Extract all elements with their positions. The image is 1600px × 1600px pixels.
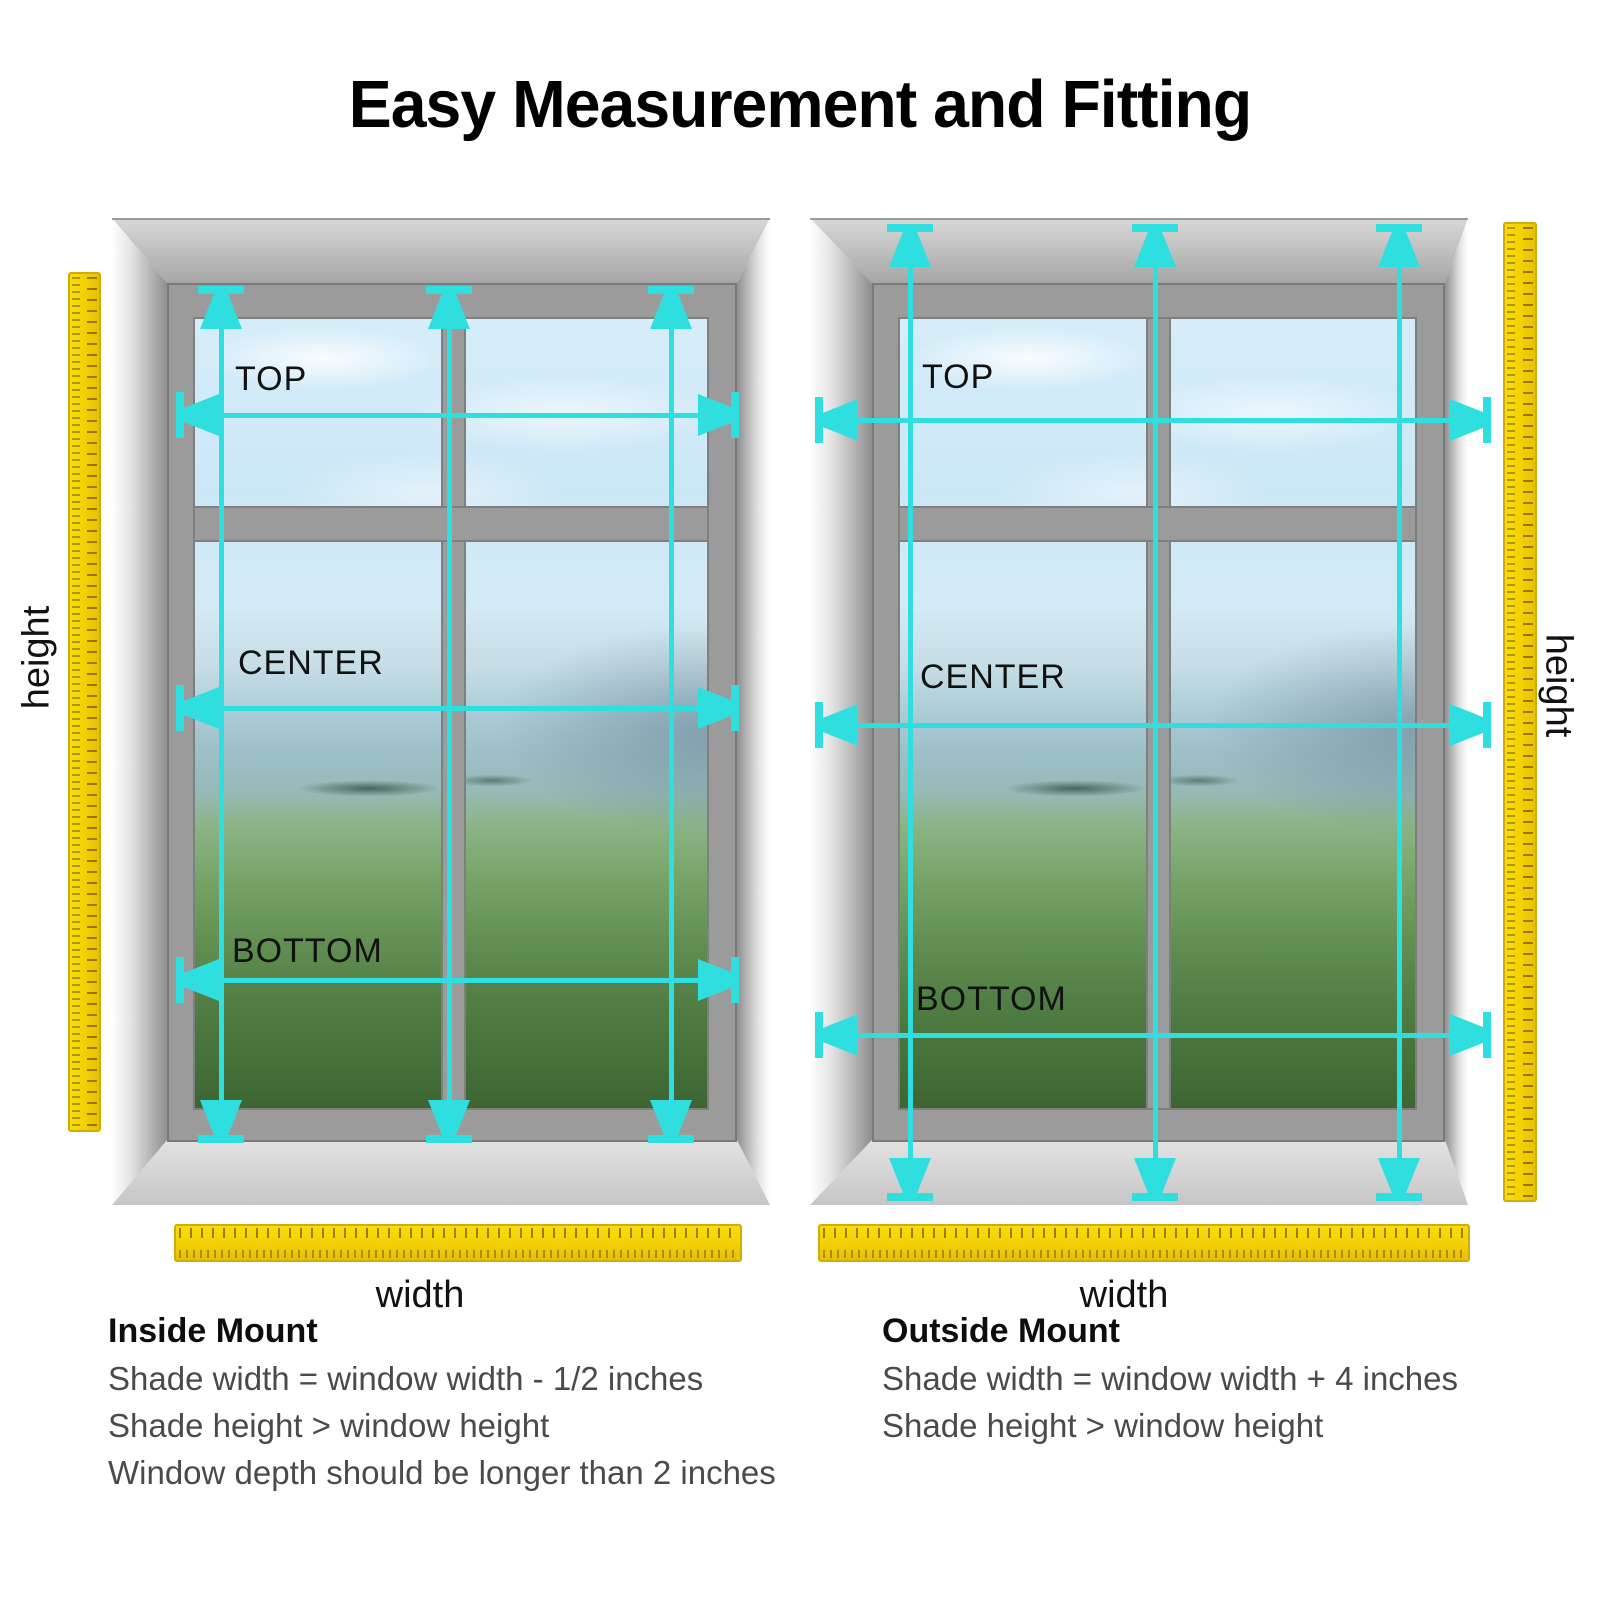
- outside-mount-heading: Outside Mount: [882, 1312, 1120, 1350]
- arrow-cap-bar: [1132, 1193, 1178, 1201]
- width-axis-label: width: [1079, 1274, 1169, 1316]
- page-title: Easy Measurement and Fitting: [348, 67, 1252, 142]
- arrow-cap-bar: [887, 1193, 933, 1201]
- width-ruler: [174, 1224, 742, 1262]
- arrow-cap-bar: [198, 1135, 244, 1143]
- label-center: CENTER: [238, 644, 384, 682]
- note-line: Shade width = window width - 1/2 inches: [108, 1360, 704, 1397]
- measure-line-top: [854, 418, 1454, 423]
- arrow-cap-bar: [815, 702, 823, 748]
- window-sill: [112, 1140, 770, 1205]
- arrow-cap-bar: [1132, 224, 1178, 232]
- label-top: TOP: [922, 358, 995, 396]
- arrow-right-icon: [1450, 399, 1486, 441]
- label-bottom: BOTTOM: [232, 932, 383, 970]
- measure-line-vertical: [447, 296, 452, 1134]
- arrow-cap-bar: [426, 286, 472, 294]
- arrow-cap-bar: [731, 392, 739, 438]
- label-center: CENTER: [920, 658, 1066, 696]
- arrow-cap-bar: [1483, 702, 1491, 748]
- note-line: Shade height > window height: [882, 1407, 1324, 1444]
- height-ruler: [1503, 222, 1537, 1202]
- arrow-cap-bar: [1483, 1012, 1491, 1058]
- arrow-cap-bar: [887, 224, 933, 232]
- arrow-cap-bar: [426, 1135, 472, 1143]
- measure-line-bottom: [854, 1033, 1454, 1038]
- window-frame: [167, 283, 737, 1142]
- inside-mount-notes: Inside Mount Shade width = window width …: [108, 1308, 868, 1496]
- arrow-cap-bar: [176, 685, 184, 731]
- width-ruler: [818, 1224, 1470, 1262]
- width-axis-label: width: [375, 1274, 465, 1316]
- measure-line-top: [217, 413, 701, 418]
- measure-line-vertical: [1397, 235, 1402, 1163]
- arrow-cap-bar: [198, 286, 244, 294]
- arrow-right-icon: [1450, 704, 1486, 746]
- window-reveal-right: [737, 218, 770, 1205]
- label-top: TOP: [235, 360, 308, 398]
- arrow-right-icon: [1450, 1014, 1486, 1056]
- outside-mount-notes: Outside Mount Shade width = window width…: [882, 1308, 1582, 1449]
- niche-top-line: [112, 218, 770, 220]
- measure-line-vertical: [908, 235, 913, 1163]
- window-reveal-left: [112, 218, 167, 1205]
- inside-mount-heading: Inside Mount: [108, 1312, 318, 1350]
- measure-line-center: [217, 706, 701, 711]
- arrow-cap-bar: [176, 392, 184, 438]
- label-bottom: BOTTOM: [916, 980, 1067, 1018]
- height-axis-label: height: [15, 605, 58, 710]
- window-mullion-vertical: [1146, 319, 1171, 1108]
- arrow-cap-bar: [731, 685, 739, 731]
- arrow-cap-bar: [731, 957, 739, 1003]
- arrow-cap-bar: [815, 1012, 823, 1058]
- height-axis-label: height: [1537, 633, 1580, 738]
- measure-line-vertical: [669, 296, 674, 1134]
- arrow-cap-bar: [176, 957, 184, 1003]
- arrow-cap-bar: [648, 286, 694, 294]
- arrow-cap-bar: [1376, 224, 1422, 232]
- measure-line-vertical: [1153, 235, 1158, 1163]
- note-line: Window depth should be longer than 2 inc…: [108, 1454, 776, 1491]
- arrow-cap-bar: [648, 1135, 694, 1143]
- height-ruler: [68, 272, 101, 1132]
- note-line: Shade height > window height: [108, 1407, 550, 1444]
- window-mullion-vertical: [441, 319, 466, 1108]
- note-line: Shade width = window width + 4 inches: [882, 1360, 1459, 1397]
- measure-line-center: [854, 723, 1454, 728]
- arrow-cap-bar: [1376, 1193, 1422, 1201]
- arrow-cap-bar: [815, 397, 823, 443]
- window-reveal-top: [112, 218, 770, 283]
- arrow-cap-bar: [1483, 397, 1491, 443]
- measure-line-vertical: [219, 296, 224, 1134]
- measure-line-bottom: [217, 978, 701, 983]
- niche-top-line: [810, 218, 1468, 220]
